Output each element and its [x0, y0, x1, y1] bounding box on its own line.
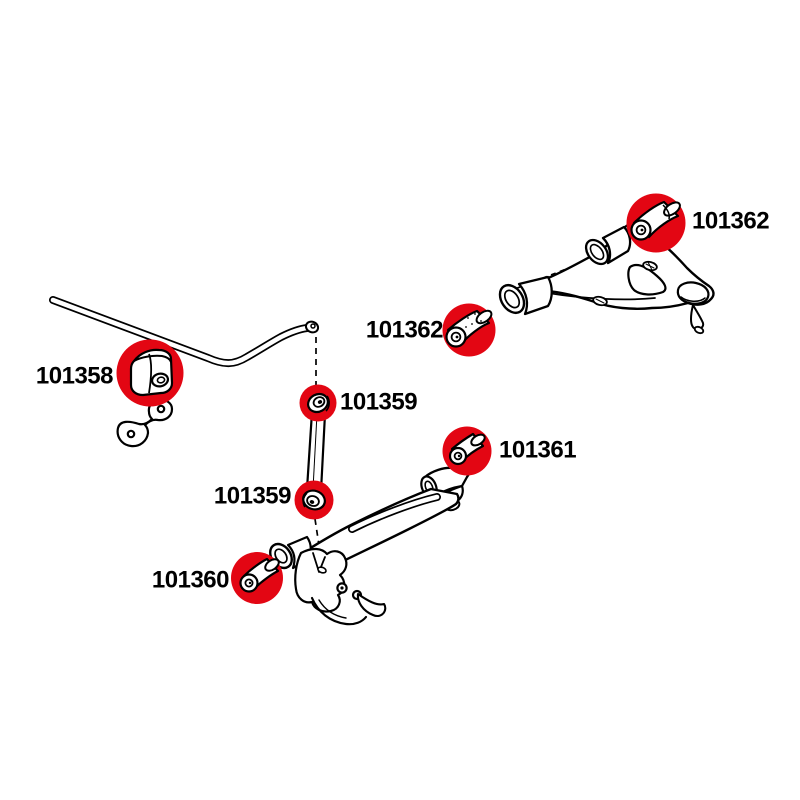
- upper-control-arm: [498, 219, 715, 335]
- ball-joint: [676, 281, 710, 335]
- bushing-101362-rear: [630, 200, 681, 241]
- bushing-101360: [239, 557, 280, 593]
- bushing-101359-upper: [307, 392, 330, 414]
- part-label-101362-rear: 101362: [692, 207, 770, 235]
- bushing-101358: [129, 348, 174, 397]
- bracket-hole: [156, 404, 166, 414]
- part-label-101362-front: 101362: [365, 316, 444, 344]
- bracket-hole: [126, 429, 136, 439]
- lower-control-arm: [269, 457, 472, 626]
- bushing-101362-front: [445, 309, 493, 348]
- drop-link: [305, 410, 327, 493]
- part-label-101358: 101358: [35, 362, 114, 390]
- part-label-101359-upper: 101359: [340, 388, 418, 416]
- part-label-101359-lower: 101359: [213, 482, 292, 510]
- guide-upper-arm: [506, 255, 601, 293]
- bushing-101361: [448, 432, 486, 466]
- speckle-texture: [465, 313, 482, 330]
- sway-bar-bracket: [116, 398, 174, 448]
- bushing-101359-lower: [302, 489, 326, 511]
- part-label-101360: 101360: [151, 566, 230, 594]
- bolt-detail: [592, 260, 658, 307]
- part-label-101361: 101361: [499, 436, 577, 464]
- anti-roll-bar: [49, 296, 320, 368]
